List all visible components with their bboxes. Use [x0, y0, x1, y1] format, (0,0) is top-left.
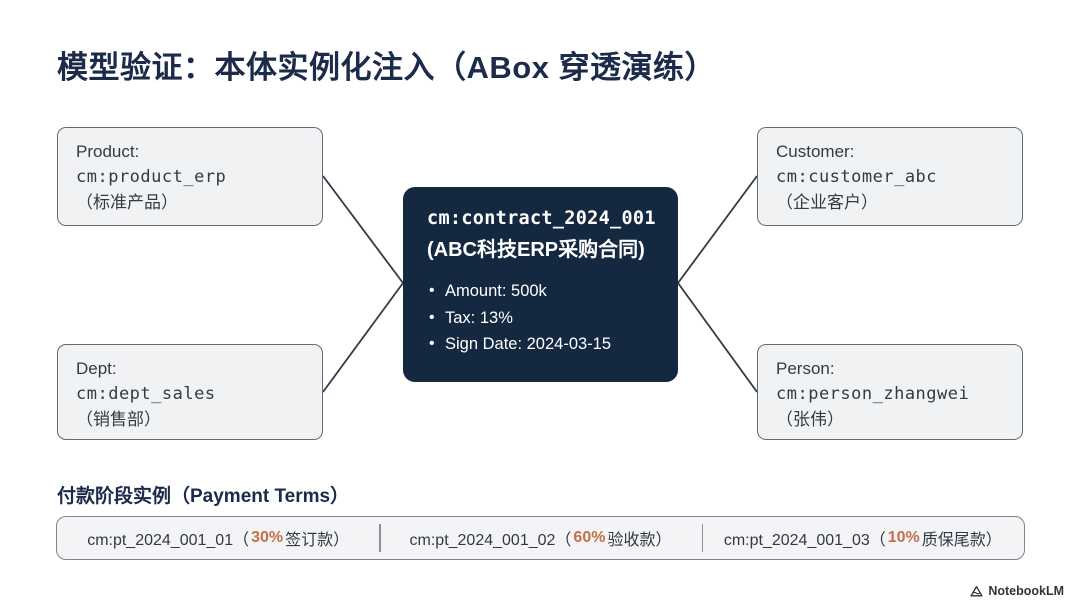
notebooklm-label: NotebookLM [988, 584, 1064, 598]
payment-percent: 10% [887, 529, 920, 546]
node-label: Product: [76, 142, 140, 161]
payment-term-text: cm:pt_2024_001_03（ [723, 532, 886, 549]
contract-id: cm:contract_2024_001 [427, 208, 656, 229]
node-id: cm:product_erp [76, 166, 227, 187]
node-customer: Customer: cm:customer_abc （企业客户） [757, 127, 1023, 226]
payment-term-text: cm:pt_2024_001_02（ [409, 532, 572, 549]
node-dept: Dept: cm:dept_sales （销售部） [57, 344, 323, 440]
contract-attribute: Tax: 13% [427, 305, 654, 332]
node-cn-label: （企业客户） [776, 193, 878, 212]
payment-term-text: 验收款） [607, 532, 672, 549]
notebooklm-watermark: NotebookLM [970, 584, 1064, 598]
node-product: Product: cm:product_erp （标准产品） [57, 127, 323, 226]
payment-terms-bar: cm:pt_2024_001_01（30% 签订款） cm:pt_2024_00… [56, 516, 1025, 560]
payment-term-text: cm:pt_2024_001_01（ [87, 532, 250, 549]
payment-percent: 60% [573, 529, 606, 546]
contract-attribute: Amount: 500k [427, 278, 654, 305]
node-cn-label: （销售部） [76, 410, 161, 429]
page-title: 模型验证：本体实例化注入（ABox 穿透演练） [57, 50, 717, 85]
contract-attribute-list: Amount: 500k Tax: 13% Sign Date: 2024-03… [427, 278, 654, 358]
node-id: cm:customer_abc [776, 166, 938, 187]
payment-terms-heading: 付款阶段实例（Payment Terms） [57, 486, 350, 507]
node-id: cm:person_zhangwei [776, 383, 970, 404]
payment-term-2: cm:pt_2024_001_02（60% 验收款） [379, 517, 701, 559]
contract-attribute: Sign Date: 2024-03-15 [427, 331, 654, 358]
payment-percent: 30% [251, 529, 284, 546]
node-person: Person: cm:person_zhangwei （张伟） [757, 344, 1023, 440]
node-label: Dept: [76, 359, 117, 378]
payment-term-1: cm:pt_2024_001_01（30% 签订款） [57, 517, 379, 559]
payment-term-text: 签订款） [285, 532, 350, 549]
payment-term-3: cm:pt_2024_001_03（10% 质保尾款） [701, 517, 1024, 559]
node-id: cm:dept_sales [76, 383, 216, 404]
node-label: Person: [776, 359, 835, 378]
contract-name: (ABC科技ERP采购合同) [427, 239, 645, 261]
node-cn-label: （标准产品） [76, 193, 178, 212]
payment-term-text: 质保尾款） [921, 532, 1002, 549]
node-contract: cm:contract_2024_001 (ABC科技ERP采购合同) Amou… [403, 187, 678, 382]
notebooklm-logo-icon [970, 585, 983, 598]
node-cn-label: （张伟） [776, 410, 844, 429]
node-label: Customer: [776, 142, 855, 161]
